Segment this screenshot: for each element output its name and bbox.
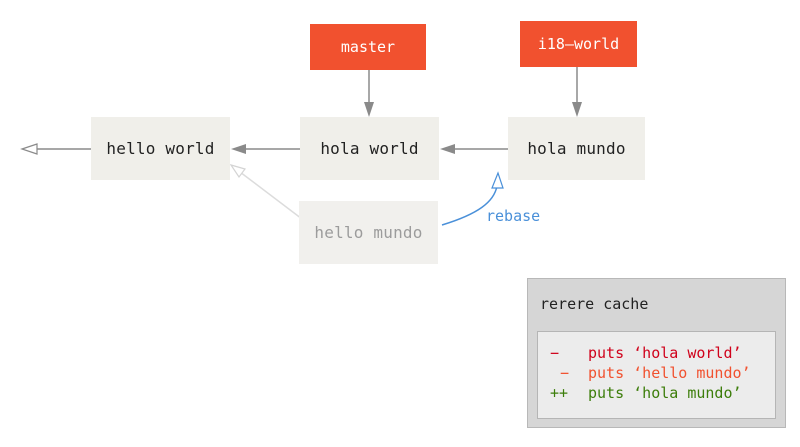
arrow-hello-mundo-to-hello-world (229, 163, 307, 223)
branch-master: master (310, 24, 426, 70)
cache-line-code: puts ‘hello mundo’ (588, 364, 751, 382)
rerere-cache-panel: rerere cache −puts ‘hola world’ −puts ‘h… (527, 278, 786, 428)
cache-line-marker: − (550, 344, 560, 362)
arrow-i18n-world-to-hola-mundo (572, 67, 582, 117)
commit-hello-mundo-label: hello mundo (314, 223, 423, 242)
commit-hello-world: hello world (91, 117, 230, 180)
commit-hola-mundo-label: hola mundo (527, 139, 626, 158)
cache-line-code: puts ‘hola world’ (588, 344, 742, 362)
commit-hola-world: hola world (300, 117, 439, 180)
commit-hello-mundo-faded: hello mundo (299, 201, 438, 264)
cache-line-code: puts ‘hola mundo’ (588, 384, 742, 402)
branch-master-label: master (340, 38, 396, 56)
rebase-arrow (441, 171, 504, 226)
rerere-cache-entries: −puts ‘hola world’ −puts ‘hello mundo’ +… (537, 331, 776, 419)
commit-hello-world-label: hello world (106, 139, 215, 158)
arrow-hola-mundo-to-hola-world (440, 144, 508, 154)
arrow-hola-world-to-hello-world (231, 144, 300, 154)
cache-line-marker: ++ (550, 384, 569, 402)
arrow-master-to-hola-world (364, 69, 374, 117)
cache-line-marker: − (560, 364, 570, 382)
commit-hola-mundo: hola mundo (508, 117, 645, 180)
rebase-label: rebase (486, 207, 541, 225)
branch-i18n-world-label: i18—world (537, 35, 620, 53)
cache-line-removed-2: −puts ‘hello mundo’ (560, 364, 751, 382)
cache-line-resolved: ++ puts ‘hola mundo’ (550, 384, 742, 402)
branch-i18n-world: i18—world (520, 21, 637, 67)
cache-line-removed-1: − puts ‘hola world’ (550, 344, 742, 362)
commit-hola-world-label: hola world (320, 139, 419, 158)
rerere-cache-title: rerere cache (540, 295, 649, 313)
arrow-to-history (20, 143, 91, 155)
